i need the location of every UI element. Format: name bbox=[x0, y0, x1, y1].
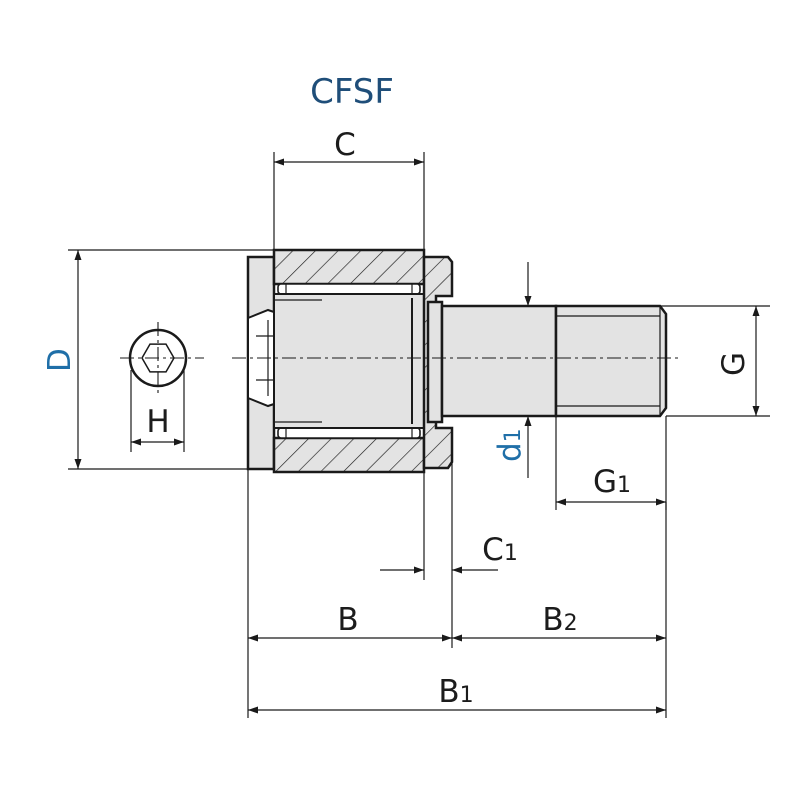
dim-b1-sub: 1 bbox=[460, 683, 474, 708]
dim-b-label: B bbox=[337, 602, 358, 638]
thread-section bbox=[554, 304, 668, 418]
dim-c-label: C bbox=[334, 127, 356, 163]
dim-g1: G1 bbox=[555, 416, 667, 510]
dim-b1-main: B bbox=[438, 674, 459, 710]
end-view bbox=[120, 322, 204, 394]
dim-d: D bbox=[42, 249, 274, 470]
dim-g1-main: G bbox=[593, 464, 617, 500]
dim-d1-sub: 1 bbox=[501, 428, 526, 442]
dim-b: B bbox=[247, 469, 667, 718]
dim-h: H bbox=[130, 370, 185, 452]
diagram-title: CFSF bbox=[310, 72, 394, 112]
dim-h-label: H bbox=[146, 404, 169, 440]
dim-c1: C1 bbox=[380, 462, 518, 648]
outer-ring-top bbox=[272, 248, 426, 286]
dim-c1-label: C1 bbox=[482, 532, 518, 568]
dim-b2-sub: 2 bbox=[564, 611, 578, 636]
roller-top bbox=[277, 283, 421, 295]
dim-b2-label: B2 bbox=[542, 602, 577, 638]
dim-d1-main: d bbox=[492, 442, 528, 462]
dim-b1: B1 bbox=[248, 674, 666, 714]
dim-g1-label: G1 bbox=[593, 464, 631, 500]
dim-d-label: D bbox=[42, 348, 78, 372]
dim-b2: B2 bbox=[452, 602, 666, 642]
dim-b1-label: B1 bbox=[438, 674, 473, 710]
end-view-hex bbox=[141, 343, 175, 373]
roller-bottom bbox=[277, 427, 421, 439]
dim-c: C bbox=[273, 127, 425, 250]
dim-g: G bbox=[660, 305, 770, 417]
inner-stud bbox=[273, 293, 425, 429]
shank-collar bbox=[426, 300, 444, 424]
dim-c1-main: C bbox=[482, 532, 504, 568]
shank bbox=[440, 304, 558, 418]
dim-d1-label: d1 bbox=[492, 428, 528, 462]
dim-g-label: G bbox=[716, 352, 752, 376]
dim-b2-main: B bbox=[542, 602, 563, 638]
outer-ring-bottom bbox=[272, 436, 426, 474]
cam-follower-part bbox=[246, 248, 668, 474]
dim-g1-sub: 1 bbox=[617, 473, 631, 498]
dim-c1-sub: 1 bbox=[504, 541, 518, 566]
dim-d1: d1 bbox=[492, 262, 532, 478]
